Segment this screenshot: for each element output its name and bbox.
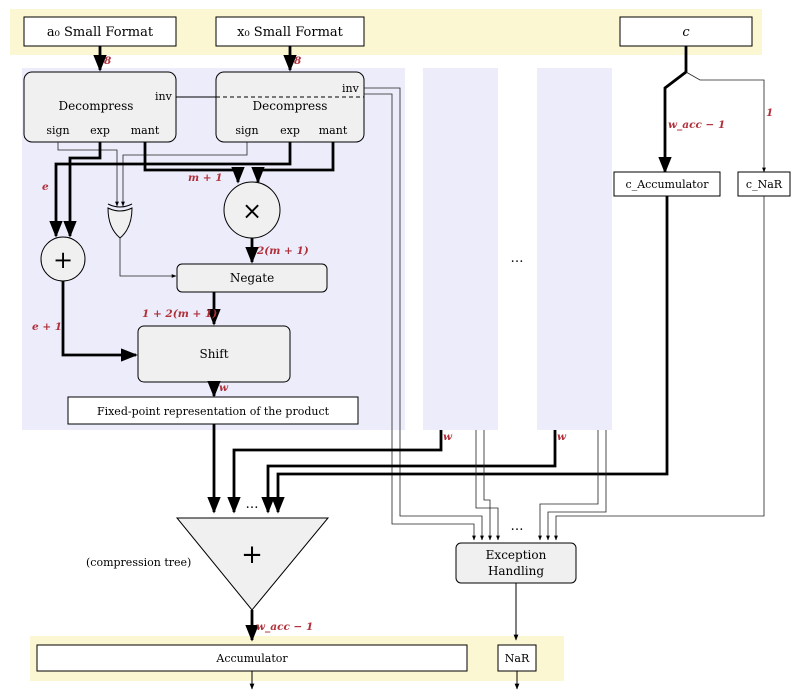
decompress-x-sign: sign [235,124,258,137]
c-input-label: c [682,25,690,40]
lane2-width-label: w [443,431,453,443]
fixed-point-box [67,396,359,425]
c-acc-width-label: w_acc − 1 [668,119,725,132]
multiplier-symbol: × [242,197,262,225]
decompress-a-inv: inv [155,90,173,103]
compression-symbol: + [241,540,263,570]
c-nar-label: c_NaR [746,178,783,191]
exception-line2: Handling [488,564,544,578]
xor-gate [107,207,133,239]
negate-width-label: 1 + 2(m + 1) [142,308,217,320]
c-nar-width-label: 1 [766,107,773,119]
negate-block [176,263,328,293]
a0-input-box [23,16,177,47]
x0-input-label: x₀ Small Format [237,25,344,40]
negate-label: Negate [230,271,274,285]
exp-sum-width-label: e + 1 [32,321,62,333]
lanes-ellipsis: … [511,251,524,266]
exception-inputs-ellipsis: … [511,519,524,534]
lane-2-background [423,68,498,430]
nar-output-label: NaR [505,652,530,665]
nar-output-box [497,644,537,672]
decompress-x-title: Decompress [253,99,328,113]
c-nar-box [737,171,791,197]
tree-inputs-ellipsis: … [246,497,259,512]
lane-3-background [537,68,612,430]
compression-label: (compression tree) [86,556,191,569]
decompress-x-mant: mant [319,124,348,137]
decompress-a-title: Decompress [59,99,134,113]
x0-bits-label: 8 [294,55,302,67]
decompress-a-exp: exp [90,124,110,137]
exception-line1: Exception [486,548,547,562]
tree-output-width-label: w_acc − 1 [256,621,313,634]
accumulator-output-label: Accumulator [215,652,288,665]
decompress-x-exp: exp [280,124,300,137]
a0-input-label: a₀ Small Format [47,25,154,40]
shift-label: Shift [199,347,228,361]
a0-bits-label: 8 [104,55,112,67]
compression-tree [175,517,330,611]
c-accumulator-box [613,171,721,197]
mant-width-label: m + 1 [188,172,223,184]
c-accumulator-label: c_Accumulator [626,178,710,191]
fixed-point-label: Fixed-point representation of the produc… [97,405,330,418]
decompress-a-mant: mant [131,124,160,137]
decompress-x-inv: inv [342,82,360,95]
product-width-label: 2(m + 1) [256,245,309,257]
adder-symbol: + [53,246,73,274]
shift-width-label: w [219,382,229,394]
exp-width-label: e [42,181,49,193]
decompress-a-sign: sign [46,124,69,137]
lane3-width-label: w [557,431,567,443]
